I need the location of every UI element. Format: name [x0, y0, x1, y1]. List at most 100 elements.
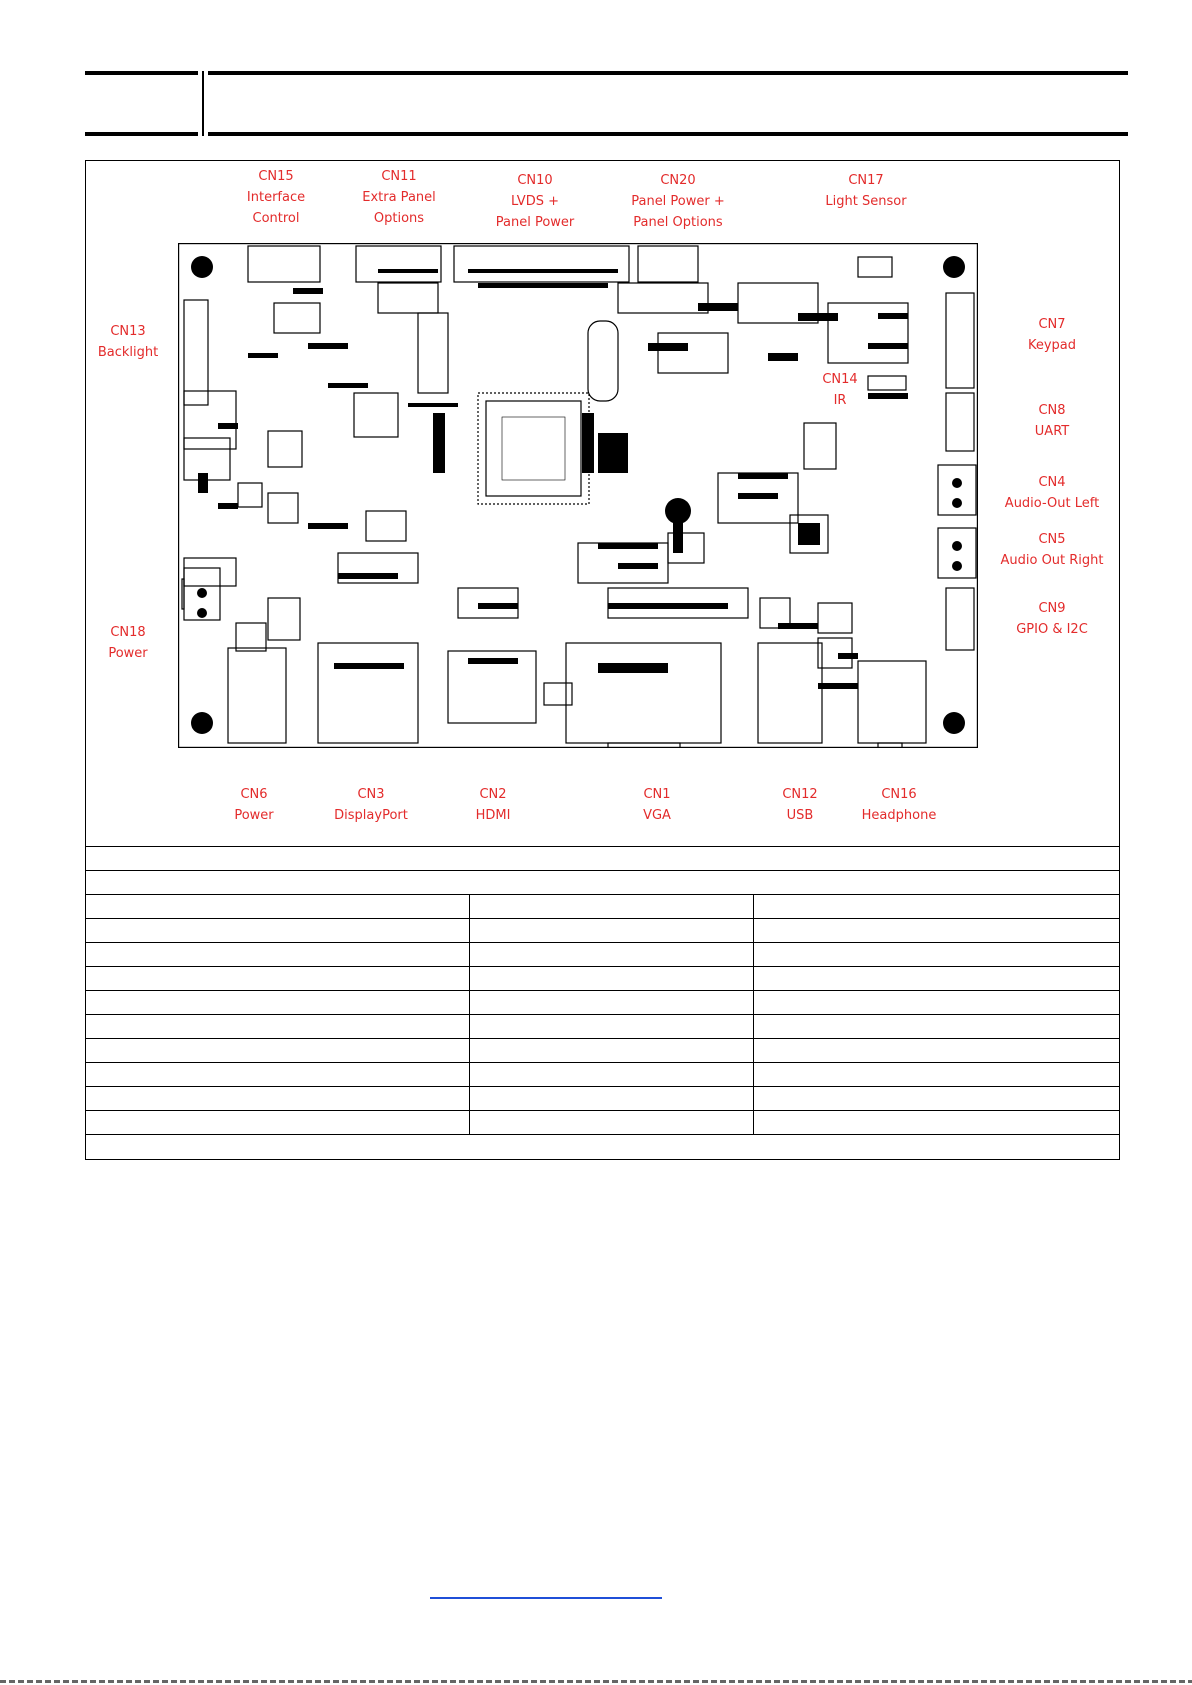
- callout-cn20-line-1: CN20: [660, 173, 696, 188]
- callout-cn7: CN7 Keypad: [1028, 314, 1076, 356]
- table-cell: [469, 918, 754, 943]
- table-row: [85, 894, 1120, 919]
- callout-cn14-line-1: CN14: [822, 372, 858, 387]
- table-row: [85, 942, 1120, 967]
- callout-cn5-line-2: Audio Out Right: [1000, 553, 1104, 568]
- callout-cn20-line-3: Panel Options: [633, 215, 723, 230]
- hyperlink-underline[interactable]: [430, 1597, 662, 1599]
- table-cell: [469, 1086, 754, 1111]
- callout-cn11-line-3: Options: [373, 211, 425, 226]
- callout-cn2-line-2: HDMI: [475, 808, 511, 823]
- mounting-hole: [943, 712, 965, 734]
- callout-cn3-line-2: DisplayPort: [334, 808, 408, 823]
- table-cell: [85, 1110, 470, 1135]
- connector-cn12-shape: [757, 642, 823, 744]
- callout-cn2: CN2 HDMI: [476, 784, 511, 826]
- callout-cn7-line-2: Keypad: [1027, 338, 1077, 353]
- header-rule-top-left: [85, 71, 198, 75]
- callout-cn10: CN10 LVDS + Panel Power: [496, 170, 575, 233]
- callout-cn9-line-2: GPIO & I2C: [1016, 622, 1088, 637]
- header-rule-bottom-left: [85, 132, 198, 136]
- connector-cn8-shape: [945, 392, 975, 452]
- table-row: [85, 918, 1120, 943]
- callout-cn2-line-1: CN2: [479, 787, 507, 802]
- table-cell: [753, 1110, 1120, 1135]
- connector-cn15-shape: [247, 245, 321, 283]
- table-cell: [753, 1038, 1120, 1063]
- table-cell: [85, 846, 1120, 871]
- connector-cn6-shape: [227, 647, 287, 744]
- callout-cn12-line-2: USB: [786, 808, 814, 823]
- connector-cn1-shape: [565, 642, 722, 744]
- callout-cn9: CN9 GPIO & I2C: [1016, 598, 1088, 640]
- connector-cn20-shape: [637, 245, 699, 283]
- callout-cn1-line-1: CN1: [643, 787, 671, 802]
- table-cell: [469, 1014, 754, 1039]
- connector-cn16-shape: [857, 660, 927, 744]
- callout-cn17-line-1: CN17: [848, 173, 884, 188]
- header-rule-divider: [202, 71, 204, 136]
- table-cell: [85, 942, 470, 967]
- callout-cn15: CN15 Interface Control: [247, 166, 305, 229]
- table-cell: [85, 870, 1120, 895]
- table-cell: [469, 990, 754, 1015]
- table-cell: [469, 1110, 754, 1135]
- callout-cn17-line-2: Light Sensor: [825, 194, 907, 209]
- table-cell: [469, 894, 754, 919]
- footer-strip: [0, 1680, 1192, 1683]
- connector-cn17-shape: [857, 256, 893, 278]
- sensor-cn14-shape: [867, 375, 907, 391]
- table-cell: [753, 1062, 1120, 1087]
- callout-cn6-line-1: CN6: [240, 787, 268, 802]
- connector-cn2-shape: [447, 650, 537, 724]
- callout-cn1: CN1 VGA: [643, 784, 671, 826]
- table-cell: [753, 942, 1120, 967]
- table-row: [85, 1062, 1120, 1087]
- callout-cn5: CN5 Audio Out Right: [1000, 529, 1103, 571]
- callout-cn17: CN17 Light Sensor: [825, 170, 906, 212]
- callout-cn15-line-1: CN15: [258, 169, 294, 184]
- table-cell: [469, 1038, 754, 1063]
- connector-cn13-shape: [183, 299, 209, 406]
- table-cell: [753, 1014, 1120, 1039]
- table-cell: [753, 1086, 1120, 1111]
- table-row: [85, 1038, 1120, 1063]
- callout-cn4-line-1: CN4: [1038, 475, 1066, 490]
- callout-cn6-line-2: Power: [234, 808, 274, 823]
- table-cell: [85, 918, 470, 943]
- connector-cn3-shape: [317, 642, 419, 744]
- callout-cn11: CN11 Extra Panel Options: [362, 166, 436, 229]
- callout-cn13-line-2: Backlight: [97, 345, 159, 360]
- inductor-shape: [183, 390, 237, 450]
- mounting-hole: [191, 256, 213, 278]
- table-cell: [85, 1086, 470, 1111]
- callout-cn16-line-1: CN16: [881, 787, 917, 802]
- connector-cn7-shape: [945, 292, 975, 389]
- callout-cn18-line-2: Power: [108, 646, 148, 661]
- table-cell: [469, 966, 754, 991]
- header-rule-bottom-right: [208, 132, 1128, 136]
- table-cell: [753, 918, 1120, 943]
- callout-cn4: CN4 Audio-Out Left: [1005, 472, 1099, 514]
- callout-cn10-line-2: LVDS +: [510, 194, 559, 209]
- table-cell: [85, 990, 470, 1015]
- table-cell: [85, 894, 470, 919]
- callout-cn3: CN3 DisplayPort: [334, 784, 408, 826]
- callout-cn10-line-3: Panel Power: [495, 215, 575, 230]
- main-ic-shape: [485, 400, 582, 497]
- connector-cn9-shape: [945, 587, 975, 651]
- empty-table: [85, 846, 1120, 1135]
- pcb-board-drawing: [178, 243, 978, 748]
- table-row: [85, 846, 1120, 871]
- table-row: [85, 966, 1120, 991]
- table-cell: [85, 966, 470, 991]
- connector-cn10-shape: [453, 245, 630, 283]
- callout-cn18-line-1: CN18: [110, 625, 146, 640]
- callout-cn12: CN12 USB: [782, 784, 817, 826]
- callout-cn9-line-1: CN9: [1038, 601, 1066, 616]
- table-row: [85, 1014, 1120, 1039]
- callout-cn6: CN6 Power: [234, 784, 273, 826]
- connector-cn5-shape: [937, 527, 977, 579]
- callout-cn16-line-2: Headphone: [861, 808, 937, 823]
- callout-cn16: CN16 Headphone: [862, 784, 937, 826]
